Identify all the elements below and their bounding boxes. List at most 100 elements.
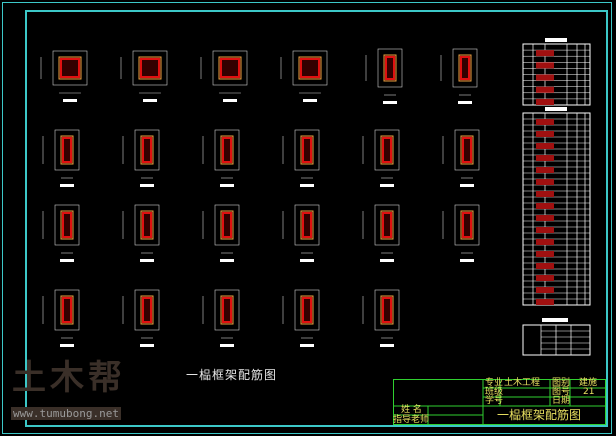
beam-section-r2-2-label <box>140 184 154 187</box>
column-section-3-label <box>223 99 237 102</box>
rebar-table-2-rebar-cell <box>536 299 554 305</box>
beam-section-r2-3-label <box>220 184 234 187</box>
advisor-label: 指导老师 <box>393 415 430 425</box>
column-section-2-label <box>143 99 157 102</box>
beam-section-top-2-grid <box>452 48 478 88</box>
beam-section-r3-2-label <box>140 259 154 262</box>
beam-section-r2-4-stirrup <box>302 137 312 163</box>
beam-section-r3-1-stirrup <box>62 212 72 238</box>
drawing-caption: 一榀框架配筋图 <box>186 368 278 382</box>
watermark-url: www.tumubong.net <box>11 407 121 420</box>
beam-section-r2-4-label <box>300 184 314 187</box>
beam-section-r4-3-label <box>220 344 234 347</box>
material-table <box>522 324 591 356</box>
rebar-table-2-rebar-cell <box>536 287 554 293</box>
rebar-table-1-rebar-cell <box>536 50 554 57</box>
name-label: 姓 名 <box>401 405 422 415</box>
student-no-label: 学号 <box>485 396 504 406</box>
rebar-table-1-rebar-cell <box>536 62 554 69</box>
rebar-table-2-rebar-cell <box>536 227 554 233</box>
beam-section-r4-4-grid <box>294 289 320 331</box>
category-value: 建施 <box>579 378 598 388</box>
beam-section-r3-4-label <box>300 259 314 262</box>
beam-section-r3-5-label <box>380 259 394 262</box>
column-section-4-outline <box>298 56 322 80</box>
beam-section-r4-2-grid <box>134 289 160 331</box>
beam-section-r2-5-stirrup <box>382 137 392 163</box>
column-section-4-label <box>303 99 317 102</box>
beam-section-top-1-label <box>383 101 397 104</box>
rebar-table-2-rebar-cell <box>536 275 554 281</box>
beam-section-r2-1-stirrup <box>62 137 72 163</box>
beam-section-r2-2-grid <box>134 129 160 171</box>
major-value: 土木工程 <box>504 378 541 388</box>
beam-section-r2-1-grid <box>54 129 80 171</box>
rebar-table-2-rebar-cell <box>536 119 554 125</box>
beam-section-r2-6-label <box>460 184 474 187</box>
beam-section-r2-2-stirrup <box>142 137 152 163</box>
drawing-frame <box>25 10 608 427</box>
beam-section-top-2-label <box>458 101 472 104</box>
column-section-4-stirrup <box>300 58 320 78</box>
column-section-2-grid <box>132 50 168 86</box>
beam-section-r4-3-grid <box>214 289 240 331</box>
column-section-2-outline <box>138 56 162 80</box>
beam-section-r4-2-label <box>140 344 154 347</box>
column-section-1-grid <box>52 50 88 86</box>
beam-section-r3-3-label <box>220 259 234 262</box>
column-section-3-outline <box>218 56 242 80</box>
beam-section-r3-1-grid <box>54 204 80 246</box>
beam-section-r3-6-grid <box>454 204 480 246</box>
beam-section-r3-3-grid <box>214 204 240 246</box>
beam-section-r4-5-grid <box>374 289 400 331</box>
beam-section-top-2-stirrup <box>460 56 470 80</box>
beam-section-r2-5-grid <box>374 129 400 171</box>
rebar-table-2-rebar-cell <box>536 155 554 161</box>
rebar-table-2-rebar-cell <box>536 203 554 209</box>
beam-section-r3-4-stirrup <box>302 212 312 238</box>
rebar-table-2-rebar-cell <box>536 251 554 257</box>
category-label: 图别 <box>552 378 571 388</box>
beam-section-r2-5-label <box>380 184 394 187</box>
beam-section-r4-3-stirrup <box>222 297 232 323</box>
rebar-table-2-rebar-cell <box>536 215 554 221</box>
beam-section-r4-2-stirrup <box>142 297 152 323</box>
watermark-logo: 土木帮 <box>12 358 126 398</box>
beam-section-r4-1-grid <box>54 289 80 331</box>
column-section-1-outline <box>58 56 82 80</box>
class-label: 班级 <box>485 387 504 397</box>
date-label: 日期 <box>552 396 571 406</box>
beam-section-r3-6-stirrup <box>462 212 472 238</box>
beam-section-r4-5-stirrup <box>382 297 392 323</box>
beam-section-r3-3-stirrup <box>222 212 232 238</box>
beam-section-r3-5-stirrup <box>382 212 392 238</box>
column-section-3-stirrup <box>220 58 240 78</box>
rebar-table-2-rebar-cell <box>536 191 554 197</box>
drawing-no-label: 图号 <box>552 387 571 397</box>
column-section-2-stirrup <box>140 58 160 78</box>
beam-section-top-1-stirrup <box>385 56 395 80</box>
drawing-no-value: 21 <box>583 387 595 397</box>
rebar-table-1-rebar-cell <box>536 98 554 105</box>
column-section-1-stirrup <box>60 58 80 78</box>
beam-section-r2-3-grid <box>214 129 240 171</box>
beam-section-r3-6-label <box>460 259 474 262</box>
major-label: 专业 <box>485 378 504 388</box>
rebar-table-2-rebar-cell <box>536 239 554 245</box>
rebar-table-2-rebar-cell <box>536 143 554 149</box>
column-section-3-grid <box>212 50 248 86</box>
beam-section-r2-6-grid <box>454 129 480 171</box>
rebar-table-2-rebar-cell <box>536 131 554 137</box>
rebar-table-2-rebar-cell <box>536 167 554 173</box>
beam-section-r3-5-grid <box>374 204 400 246</box>
title-block-grid <box>393 379 606 425</box>
beam-section-r2-4-grid <box>294 129 320 171</box>
rebar-table-2-rebar-cell <box>536 263 554 269</box>
rebar-table-1-title <box>545 38 567 42</box>
beam-section-r2-1-label <box>60 184 74 187</box>
beam-section-r4-4-stirrup <box>302 297 312 323</box>
title-block: 专业 土木工程 图别 建施 班级 图号 21 学号 日期 姓 名 指导老师 一榀… <box>393 379 606 425</box>
